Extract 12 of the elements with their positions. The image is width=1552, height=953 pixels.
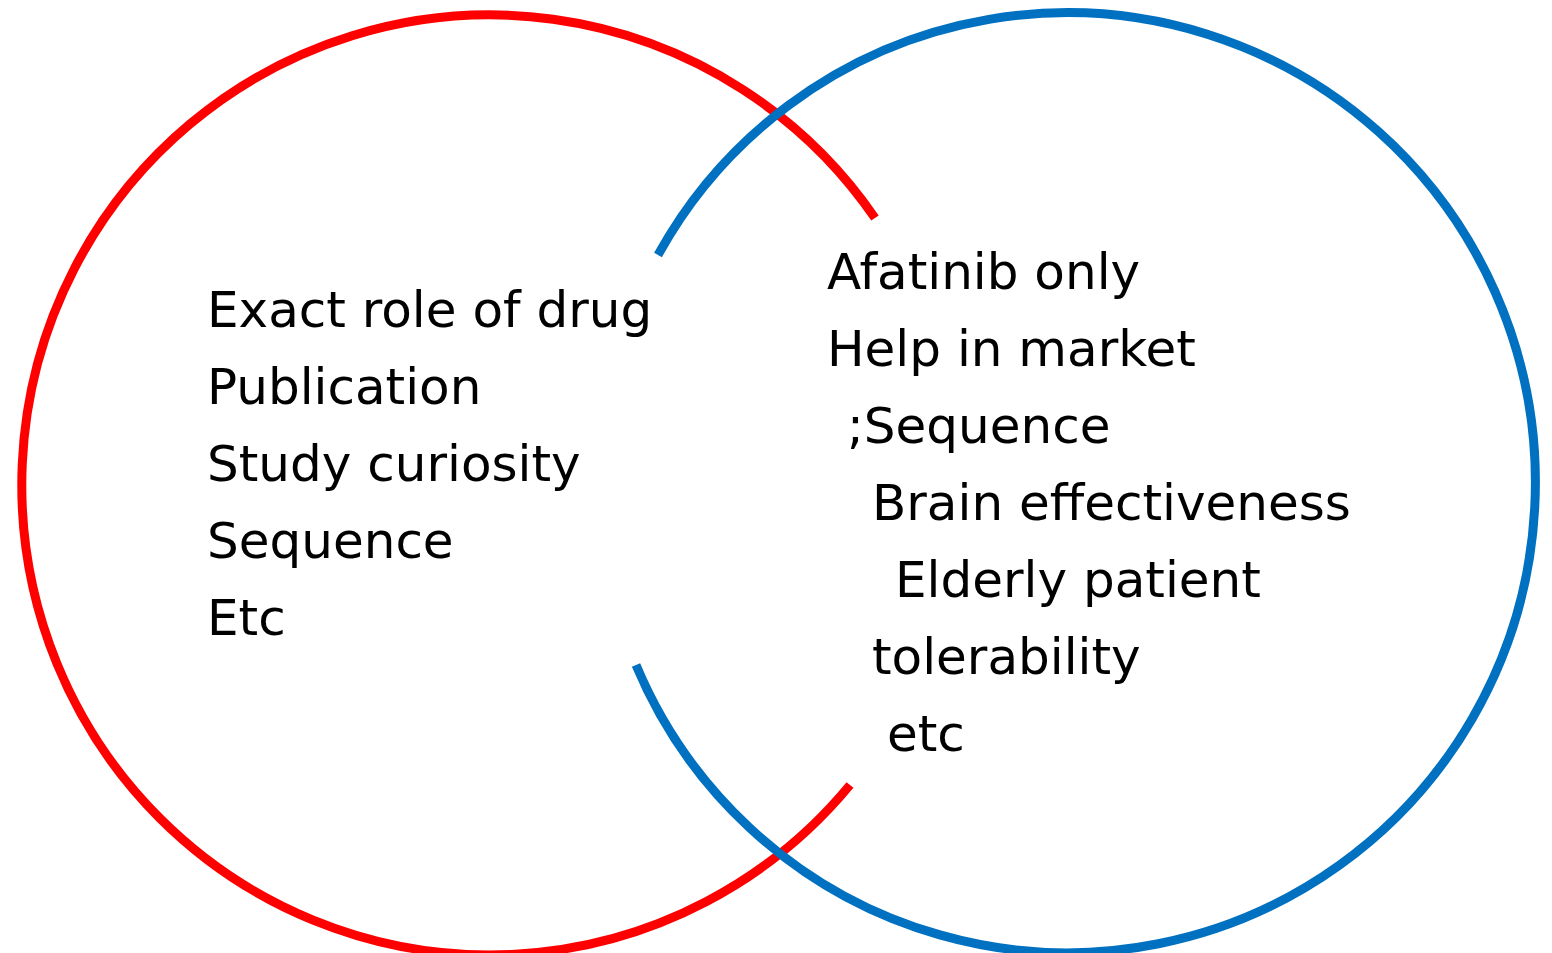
list-item-text: Exact role of drug xyxy=(207,280,653,340)
list-item-text: Afatinib only xyxy=(827,242,1141,302)
list-item-text: Brain effectiveness xyxy=(872,473,1351,533)
list-item-text: ;Sequence xyxy=(847,396,1111,456)
list-item-text: Sequence xyxy=(207,511,454,571)
list-item-text: Publication xyxy=(207,357,482,417)
list-item-text: Elderly patient xyxy=(895,550,1261,610)
list-item-text: tolerability xyxy=(872,627,1141,687)
list-item-text: Help in market xyxy=(827,319,1196,379)
list-item-text: etc xyxy=(887,704,965,764)
list-item-text: Study curiosity xyxy=(207,434,581,494)
list-item-text: Etc xyxy=(207,588,286,648)
